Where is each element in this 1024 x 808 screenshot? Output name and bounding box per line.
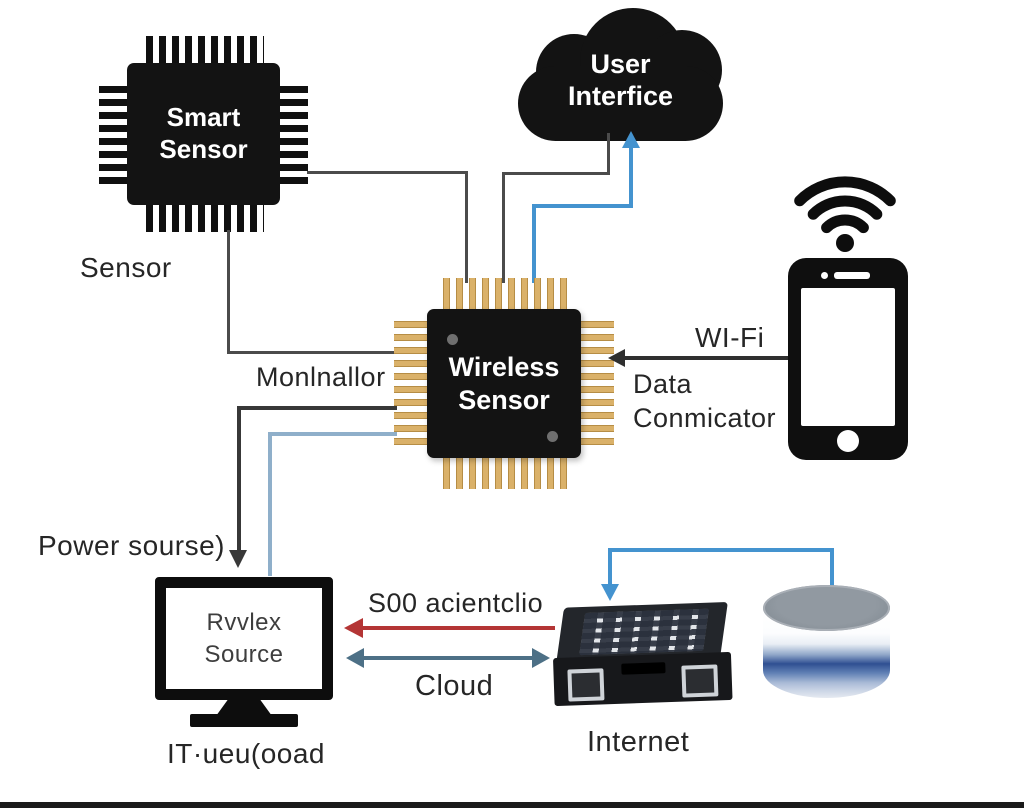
wireless-sensor-pins-left xyxy=(394,321,427,445)
steel-line-h xyxy=(268,432,397,436)
smart-sensor-pins-bottom xyxy=(146,204,264,232)
phone-speaker-slot xyxy=(834,272,870,279)
blue-line-chip-to-cloud-h xyxy=(532,204,633,208)
blue-line-db-h xyxy=(608,548,834,552)
smartphone-icon xyxy=(788,258,908,460)
monitor-screen-label: Rvvlex Source xyxy=(204,609,284,668)
database-top xyxy=(763,585,890,631)
wifi-label: WI-Fi xyxy=(695,322,765,353)
monitor-neck xyxy=(216,699,272,716)
wifi-arrowhead-left-icon xyxy=(608,349,625,367)
user-interface-cloud-icon: User Interfice xyxy=(518,8,723,141)
blue-line-chip-to-cloud-v1 xyxy=(532,204,536,283)
line-sensor-to-chip-h xyxy=(307,171,468,174)
power-arrowhead-down-icon xyxy=(229,550,247,568)
phone-screen xyxy=(801,288,895,426)
monitor-frame: Rvvlex Source xyxy=(155,577,333,700)
internet-caption: Internet xyxy=(587,726,690,758)
database-icon xyxy=(763,585,890,718)
smart-sensor-pins-left xyxy=(99,86,128,190)
smart-sensor-pins-top xyxy=(146,36,264,64)
blue-arrowhead-down-icon xyxy=(601,584,619,601)
sensor-caption: Sensor xyxy=(80,252,172,283)
line-chip-to-cloud-h xyxy=(502,172,610,175)
cloud-arrowhead-left-icon xyxy=(346,648,364,668)
wireless-sensor-pins-bottom xyxy=(443,458,569,489)
monitor-caption: IT·ueu(ooad xyxy=(166,738,326,769)
blue-line-db-v2 xyxy=(830,548,834,586)
line-sensor-bottom-h xyxy=(227,351,397,354)
line-sensor-to-chip-v xyxy=(465,171,468,283)
smart-sensor-chip-icon: Smart Sensor xyxy=(127,63,280,205)
smart-sensor-pins-right xyxy=(279,86,308,190)
wireless-sensor-pins-right xyxy=(581,321,614,445)
internet-device-slot xyxy=(621,662,666,675)
data-connector-label: Data Conmicator xyxy=(633,369,777,433)
monitor-icon: Rvvlex Source xyxy=(155,577,333,729)
usb-port-left xyxy=(567,668,605,702)
cloud-arrowhead-right-icon xyxy=(532,648,550,668)
chip-pin1-dot xyxy=(447,334,458,345)
chip-pin2-dot xyxy=(547,431,558,442)
cloud-double-arrow-line xyxy=(362,656,534,660)
blue-line-chip-to-cloud-v2 xyxy=(629,148,633,208)
line-chip-to-cloud-v2 xyxy=(607,133,610,175)
smart-sensor-label: Smart Sensor xyxy=(159,102,248,164)
red-arrow-label: S00 acientclio xyxy=(368,588,544,618)
cloud-base xyxy=(518,66,723,141)
line-chip-to-cloud-v1 xyxy=(502,172,505,283)
phone-camera-dot xyxy=(821,272,828,279)
wireless-sensor-pins-top xyxy=(443,278,569,309)
internet-device-keypad xyxy=(579,608,710,656)
cloud-label: User Interfice xyxy=(567,49,674,112)
steel-line-v xyxy=(268,432,272,576)
line-sensor-bottom-v xyxy=(227,230,230,354)
internet-device-icon xyxy=(551,600,733,714)
power-arrow-v xyxy=(237,406,241,552)
monitor-side-label: Monlnallor xyxy=(256,362,386,392)
wifi-icon xyxy=(794,176,896,252)
phone-home-button xyxy=(837,430,859,452)
cloud-arrow-label: Cloud xyxy=(415,670,494,702)
red-arrowhead-left-icon xyxy=(344,618,363,638)
blue-arrowhead-up-icon xyxy=(622,131,640,148)
power-arrow-h xyxy=(237,406,397,410)
wireless-sensor-chip-icon: Wireless Sensor xyxy=(427,309,581,458)
power-source-label: Power sourse) xyxy=(38,530,226,561)
blue-line-db-v1 xyxy=(608,548,612,586)
wireless-sensor-label: Wireless Sensor xyxy=(448,351,560,415)
bottom-bar xyxy=(0,802,1024,808)
wifi-arrow-line xyxy=(624,356,788,360)
usb-port-right xyxy=(681,664,719,698)
monitor-base xyxy=(190,714,298,727)
red-arrow-line xyxy=(360,626,555,630)
